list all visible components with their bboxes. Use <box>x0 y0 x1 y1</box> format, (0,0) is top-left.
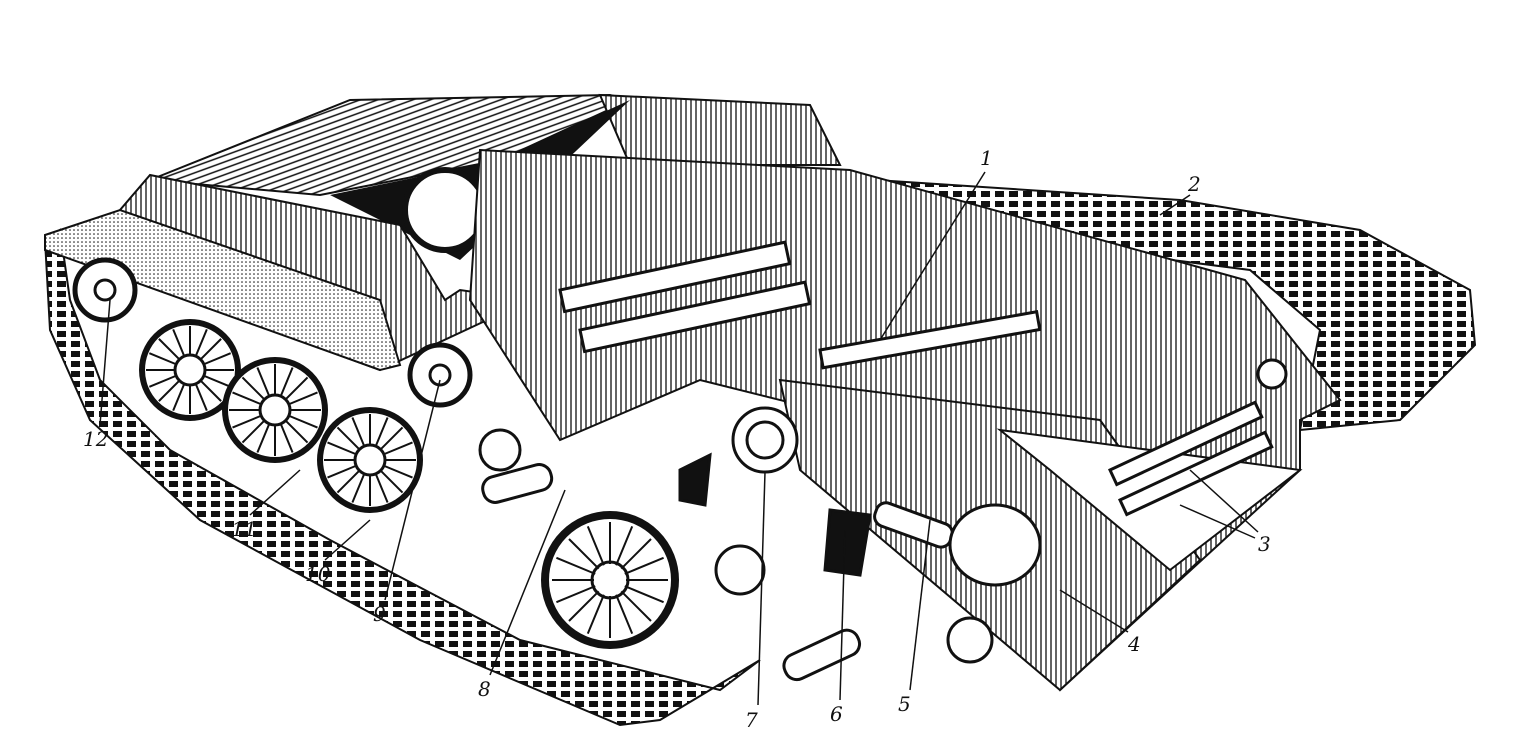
leader-lines <box>99 171 1259 706</box>
leader-3a <box>1189 469 1259 533</box>
wheel-spoke <box>285 420 309 444</box>
hatch <box>402 167 488 253</box>
wheel-spoke <box>280 424 294 453</box>
wheel-spoke <box>148 352 176 365</box>
wheel-spoke <box>195 384 208 412</box>
left-fender <box>44 208 402 372</box>
leader-4 <box>1059 589 1129 633</box>
callout-9: 9 <box>373 602 386 626</box>
wheel-spoke <box>256 367 270 396</box>
wheel-spoke <box>620 590 652 622</box>
idler-hub-far <box>1256 358 1288 390</box>
leader-12 <box>99 299 111 426</box>
wheel-spoke <box>232 391 261 405</box>
wheel-spoke <box>195 328 208 356</box>
wheel-spoke <box>384 465 413 479</box>
wheel-spoke <box>280 367 294 396</box>
callout-12: 12 <box>83 427 109 451</box>
wheel-spoke <box>241 376 265 400</box>
wheel-spoke <box>375 474 389 503</box>
leader-6 <box>839 529 846 701</box>
callout-7: 7 <box>745 708 758 732</box>
wheel-hub <box>478 428 522 472</box>
near-track <box>43 228 761 727</box>
wheel-spoke <box>615 594 634 634</box>
wheel-spoke <box>289 415 318 429</box>
callout-2: 2 <box>1188 172 1201 196</box>
wheel-spoke <box>624 585 664 604</box>
callout-6: 6 <box>830 702 843 726</box>
wheel-spoke <box>336 426 360 450</box>
wheel-spoke <box>351 474 365 503</box>
wheel-spoke <box>204 352 232 365</box>
roof-plate <box>598 93 842 166</box>
wheel-spoke <box>568 538 600 570</box>
wheel-spoke <box>204 375 232 388</box>
wheel-spoke <box>158 338 180 360</box>
wheel-spoke <box>556 556 596 575</box>
leader-11 <box>249 469 301 516</box>
leader-5 <box>909 519 931 691</box>
callout-4: 4 <box>1128 632 1141 656</box>
wheel-spoke <box>556 585 596 604</box>
wheel-spoke <box>380 426 404 450</box>
wheel-spoke <box>336 470 360 494</box>
wheel-spoke <box>327 441 356 455</box>
wheel-spoke <box>568 590 600 622</box>
wheel-spoke <box>158 380 180 402</box>
callout-1: 1 <box>980 146 993 170</box>
callout-5: 5 <box>898 692 911 716</box>
leader-9 <box>384 379 441 601</box>
wheel-spoke <box>172 384 185 412</box>
wheel-spoke <box>615 526 634 566</box>
wheel-spoke <box>148 375 176 388</box>
callout-3: 3 <box>1258 532 1271 556</box>
torsion-bars <box>558 240 1274 517</box>
wheel-spoke <box>380 470 404 494</box>
wheel-spoke <box>256 424 270 453</box>
wheel-spoke <box>620 538 652 570</box>
wheel-spoke <box>586 526 605 566</box>
wheel-spoke <box>289 391 318 405</box>
wheel-spoke <box>351 417 365 446</box>
leader-2 <box>1159 194 1191 216</box>
leader-10 <box>324 519 371 561</box>
wheel-spokes <box>146 326 668 638</box>
return-roller <box>407 342 473 408</box>
wheel-spoke <box>586 594 605 634</box>
leader-8 <box>489 489 566 676</box>
wheel-spoke <box>172 328 185 356</box>
suspension-arms <box>481 452 1042 682</box>
leader-1 <box>879 171 986 341</box>
wheel-spoke <box>200 380 222 402</box>
wheel-spoke <box>241 420 265 444</box>
callout-10: 10 <box>305 562 331 586</box>
wheel-spoke <box>624 556 664 575</box>
wheel-spoke <box>200 338 222 360</box>
wheel-spoke <box>384 441 413 455</box>
wheel-spoke <box>327 465 356 479</box>
leader-7 <box>757 471 766 706</box>
wheel-spoke <box>232 415 261 429</box>
wheel-spoke <box>375 417 389 446</box>
callout-8: 8 <box>478 677 491 701</box>
wheel-spoke <box>285 376 309 400</box>
drive-sprocket <box>72 257 138 323</box>
leader-3b <box>1179 504 1256 539</box>
callout-11: .11 <box>225 517 257 541</box>
